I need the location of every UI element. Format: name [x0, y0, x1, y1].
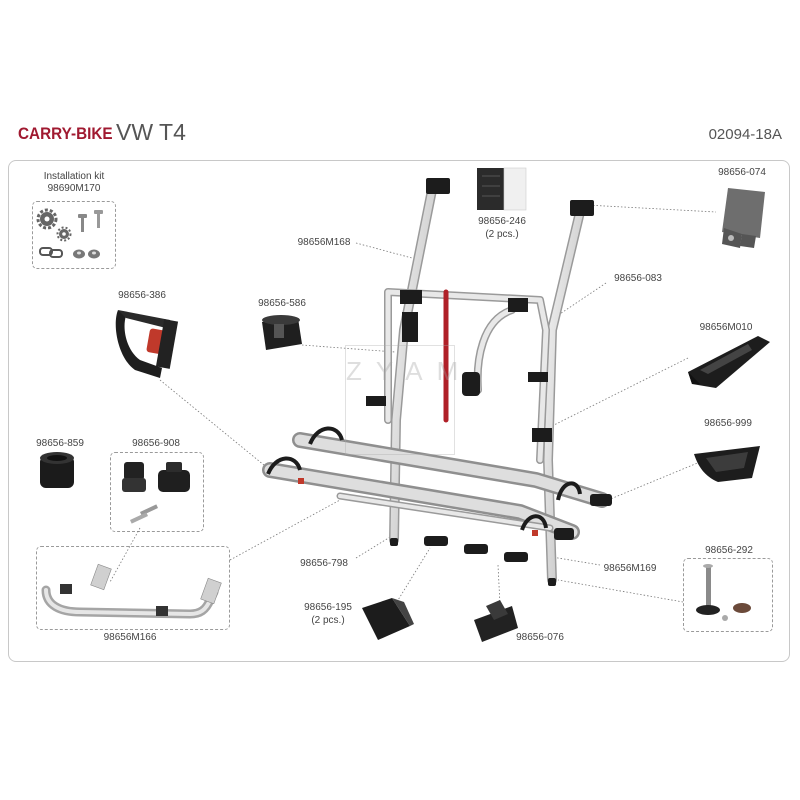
- part-908-box: [110, 452, 204, 532]
- clip-076: [474, 600, 518, 642]
- chain-link-icon: [39, 247, 63, 258]
- cap-859: [40, 452, 74, 488]
- part-qty-246: (2 pcs.): [485, 229, 519, 240]
- carrier-black-parts: [366, 178, 612, 586]
- part-292-box: [683, 558, 773, 632]
- part-label-M166: 98656M166: [103, 632, 157, 643]
- part-label-908: 98656-908: [132, 438, 180, 449]
- insert-586: [262, 315, 302, 350]
- part-label-292: 98656-292: [705, 545, 753, 556]
- foot-292: [696, 564, 751, 621]
- part-label-586: 98656-586: [258, 298, 306, 309]
- part-qty-195: (2 pcs.): [311, 615, 345, 626]
- part-label-999: 98656-999: [704, 418, 752, 429]
- screw-icon: [78, 210, 103, 232]
- wheel-holders: [266, 426, 582, 531]
- part-label-246: 98656-246: [478, 216, 526, 227]
- bike-carrier: [262, 185, 610, 585]
- part-label-798: 98656-798: [300, 558, 348, 569]
- red-reflectors: [298, 478, 538, 536]
- part-label-859: 98656-859: [36, 438, 84, 449]
- part-label-076: 98656-076: [516, 632, 564, 643]
- installation-kit-code: 98690M170: [47, 183, 101, 194]
- nut-icon: [73, 249, 100, 259]
- brand-title: CARRY-BIKE: [18, 124, 113, 143]
- part-label-074: 98656-074: [718, 167, 766, 178]
- bracket-074: [722, 188, 765, 248]
- knob-908: [122, 462, 190, 524]
- watermark: ZYAM: [345, 345, 458, 455]
- bar-M166: [41, 563, 222, 619]
- strap-386: [115, 310, 179, 378]
- installation-kit-box: [32, 201, 116, 269]
- pads-246: [477, 167, 527, 211]
- clamp-195: [362, 598, 414, 640]
- gear-icon: [36, 208, 72, 242]
- part-M166-box: [36, 546, 230, 630]
- part-label-195: 98656-195: [304, 602, 352, 613]
- document-code: 02094-18A: [708, 126, 782, 143]
- diagram-frame: [8, 160, 790, 662]
- part-label-386: 98656-386: [118, 290, 166, 301]
- part-label-083: 98656-083: [614, 273, 662, 284]
- leader-lines: [109, 204, 717, 606]
- holder-M010: [688, 336, 770, 388]
- part-label-M010: 98656M010: [699, 322, 753, 333]
- model-title: VW T4: [116, 119, 186, 145]
- installation-kit-title: Installation kit: [43, 171, 105, 182]
- part-label-M168: 98656M168: [297, 237, 351, 248]
- tray-end-999: [694, 446, 760, 482]
- part-label-M169: 98656M169: [603, 563, 657, 574]
